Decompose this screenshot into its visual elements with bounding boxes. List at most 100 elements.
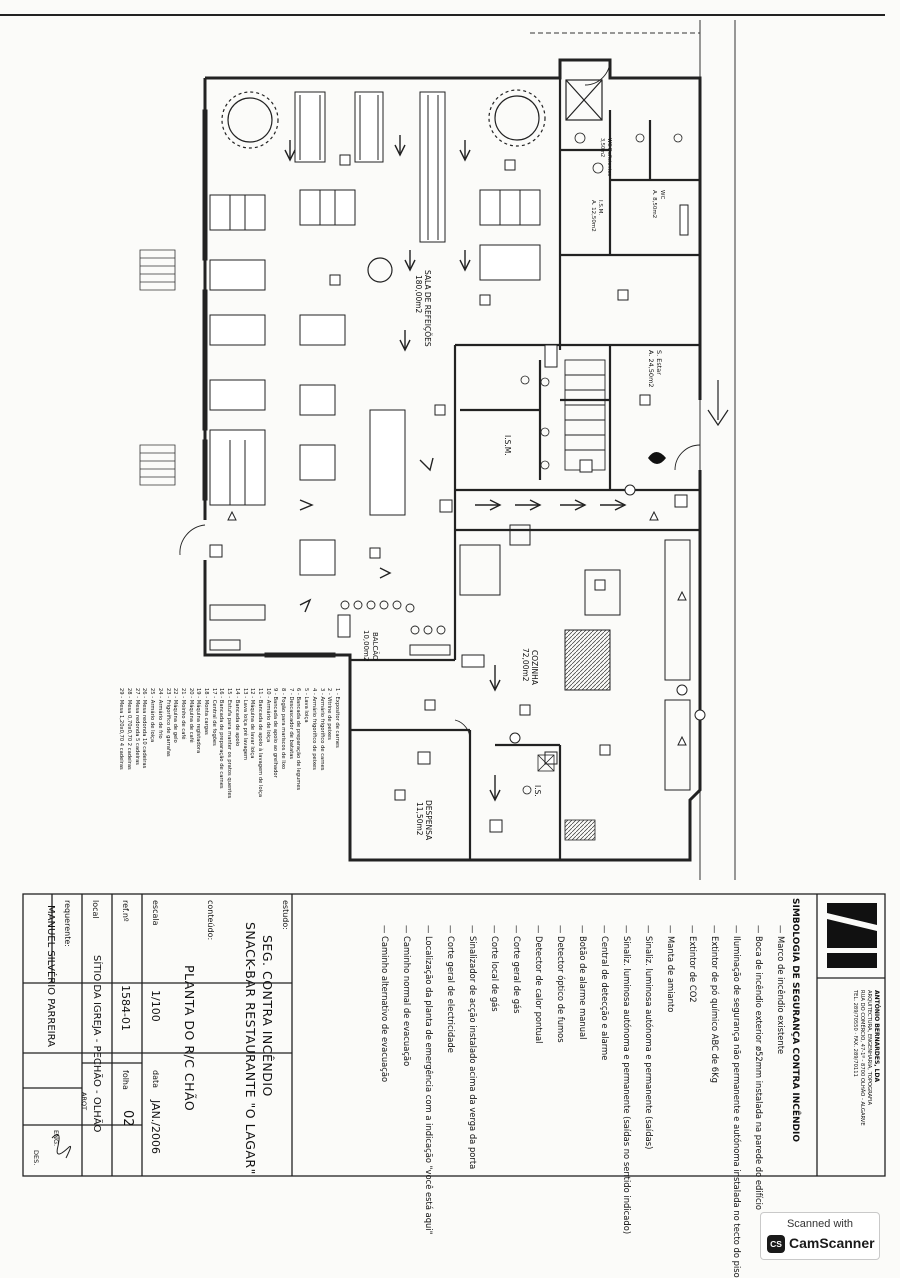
equipment-item: 3 - Armário frigorífico de carnes [318, 688, 325, 771]
equipment-item: 6 - Bancada de preparação de legumes [295, 688, 302, 791]
room-label-sala: SALA DE REFEIÇÕES [423, 270, 432, 347]
floor-plan [139, 20, 736, 880]
equipment-item: 19 - Máquina registadora [195, 688, 202, 754]
symbology-list: — Marco de incêndio existente— Boca de i… [367, 925, 786, 1278]
sala-area: 180,00m2 [414, 275, 423, 314]
pantry-hatch [564, 819, 596, 841]
room-label-balcao-area: 10,00m2 [362, 630, 370, 661]
equipment-item: 26 - Mesa redonda 10 cadeiras [141, 688, 148, 769]
round-tables [221, 89, 546, 283]
equipment-item: 13 - Lava loiça pré lavagem [241, 688, 248, 761]
room-label-is: I.S. [533, 785, 542, 797]
interior-walls [350, 78, 700, 860]
room-label-wcs: WC [659, 190, 665, 199]
symbology-item: — Corte local de gás [490, 925, 500, 1012]
conteudo-value: PLANTA DO R/C CHÃO [182, 965, 197, 1112]
symbology-item: — Caminho alternativo de evacuação [380, 925, 390, 1083]
symbology-item: — Sinaliz. luminosa autónoma e permanent… [622, 925, 632, 1235]
ism-name: I.S.M. [503, 435, 512, 456]
chair-marks [229, 95, 521, 505]
room-label-despensa: DESPENSA [424, 800, 433, 840]
room-label-wch-area: A. 12,50m2 [590, 200, 596, 232]
firm-name: ANTÓNIO BERNARDES, LDA [873, 990, 880, 1083]
requerente-value: MANUEL SILVÉRIO PARREIRA [45, 905, 56, 1047]
symbology-item: — Iluminação de segurança não permanente… [732, 925, 742, 1278]
escala-label: escala [151, 900, 160, 926]
requerente-label: requerente: [63, 900, 72, 947]
balcao-name: BALCÃO [371, 632, 379, 661]
room-label-estar-area: A. 24,50m2 [647, 350, 655, 388]
equipment-item: 14 - Bancada de apoio [233, 688, 240, 747]
equipment-item: 16 - Bancada de preparação de carnes [218, 688, 225, 789]
data-label: data [151, 1070, 160, 1089]
equipment-item: 29 - Mesa 1,20x0,70 4 cadeiras [118, 688, 125, 770]
sala-name: SALA DE REFEIÇÕES [423, 270, 432, 347]
camscanner-name: CamScanner [789, 1235, 875, 1251]
local-value: SÍTIO DA IGREJA - PECHÃO - OLHÃO [91, 955, 102, 1133]
wcs-name: WC [659, 190, 665, 200]
des-label: DES. [32, 1150, 40, 1166]
data-value: JAN./2006 [149, 1100, 162, 1155]
estar-name: S. Estar [655, 350, 663, 375]
symbology-item: — Detector de calor pontual [534, 925, 544, 1044]
symbology-item: — Sinalizador de acção instalado acima d… [468, 925, 478, 1170]
equipment-item: 23 - Frigorífico de garrafas [164, 688, 171, 757]
room-label-balcao: BALCÃO [371, 632, 379, 661]
room-label-wcdef: WC Deficientes [606, 138, 612, 176]
equipment-item: 25 - Armário de loiça [149, 688, 156, 743]
equipment-item: 1 - Expositor de carnes [334, 688, 340, 748]
equipment-item: 15 - Estufa para manter os pratos quente… [226, 688, 233, 799]
cozinha-area: 72,00m2 [521, 648, 530, 682]
title-block-frame [22, 893, 886, 1177]
estudo-value: SEG. CONTRA INCÊNDIO [260, 935, 275, 1097]
interior-stair [564, 359, 606, 471]
room-label-ism: I.S.M. [503, 435, 512, 456]
bar-stools [340, 600, 446, 635]
kitchen-counters [209, 524, 691, 791]
camscanner-logo-icon: CS [767, 1235, 785, 1253]
sanitary-fixtures [520, 132, 683, 795]
wch-name: I.S.M. [597, 200, 603, 216]
symbology-item: — Caminho normal de evacuação [402, 925, 412, 1067]
equipment-item: 8 - Fogão para mariscos de lixo [280, 688, 287, 770]
symbology-item: — Central de detecção e alarme [600, 925, 610, 1061]
room-label-estar: S. Estar [655, 350, 663, 375]
folha-label: folha [121, 1070, 130, 1090]
wch-area: A. 12,50m2 [590, 200, 596, 232]
signature [51, 1133, 72, 1159]
room-label-sala-area: 180,00m2 [414, 275, 423, 313]
windows [202, 109, 336, 658]
wcdef-area: 3,50m2 [599, 138, 605, 158]
firm-line2: RUA DO COMÉRCIO, 47-1º - 8700 OLHÃO - AL… [859, 990, 865, 1126]
equipment-item: 24 - Armário de frio [156, 688, 163, 739]
external-steps [139, 249, 176, 486]
folha-value: 02 [120, 1110, 135, 1127]
project-name: SNACK-BAR RESTAURANTE "O LAGAR" [243, 922, 258, 1175]
firm-line3: TEL. 289/70550 · FAX. 289/70111 [852, 990, 858, 1077]
equipment-item: 28 - Mesa 0,70x0,70 2 cadeiras [126, 688, 133, 770]
estudo-label: estudo: [281, 900, 290, 930]
equipment-item: 21 - Moinho de café [179, 688, 186, 740]
room-label-wcs-area: A. 8,50m2 [651, 190, 657, 218]
equipment-item: 9 - Bancada de apoio ao grelhador [272, 688, 279, 778]
evacuation-route-arrows [284, 135, 627, 802]
balcao-area: 10,00m2 [362, 630, 370, 662]
conteudo-label: conteúdo: [206, 900, 215, 941]
is-name: I.S. [533, 785, 542, 797]
equipment-item: 12 - Máquina de lavar loiça [249, 688, 256, 759]
equipment-item: 22 - Máquina de gelo [172, 688, 179, 743]
equipment-item: 17 - Central de fogões [210, 688, 217, 746]
equipment-item: 10 - Armário de loiça [264, 688, 271, 743]
symbology-item: — Localização da planta de emergência co… [424, 925, 434, 1235]
wcs-area: A. 8,50m2 [651, 190, 657, 219]
firm-line1: ARQUITECTURA, ENGENHARIA, TOPOGRAFIA [866, 990, 872, 1106]
symbology-item: — Extintor de CO2 [688, 925, 698, 1003]
escala-value: 1/100 [149, 990, 162, 1022]
estar-area: A. 24,50m2 [647, 350, 655, 388]
refn-value: 1584-01 [119, 985, 132, 1031]
despensa-area: 11,50m2 [415, 802, 424, 836]
symbology-item: — Corte geral de gás [512, 925, 522, 1014]
symbology-item: — Botão de alarme manual [578, 925, 588, 1040]
